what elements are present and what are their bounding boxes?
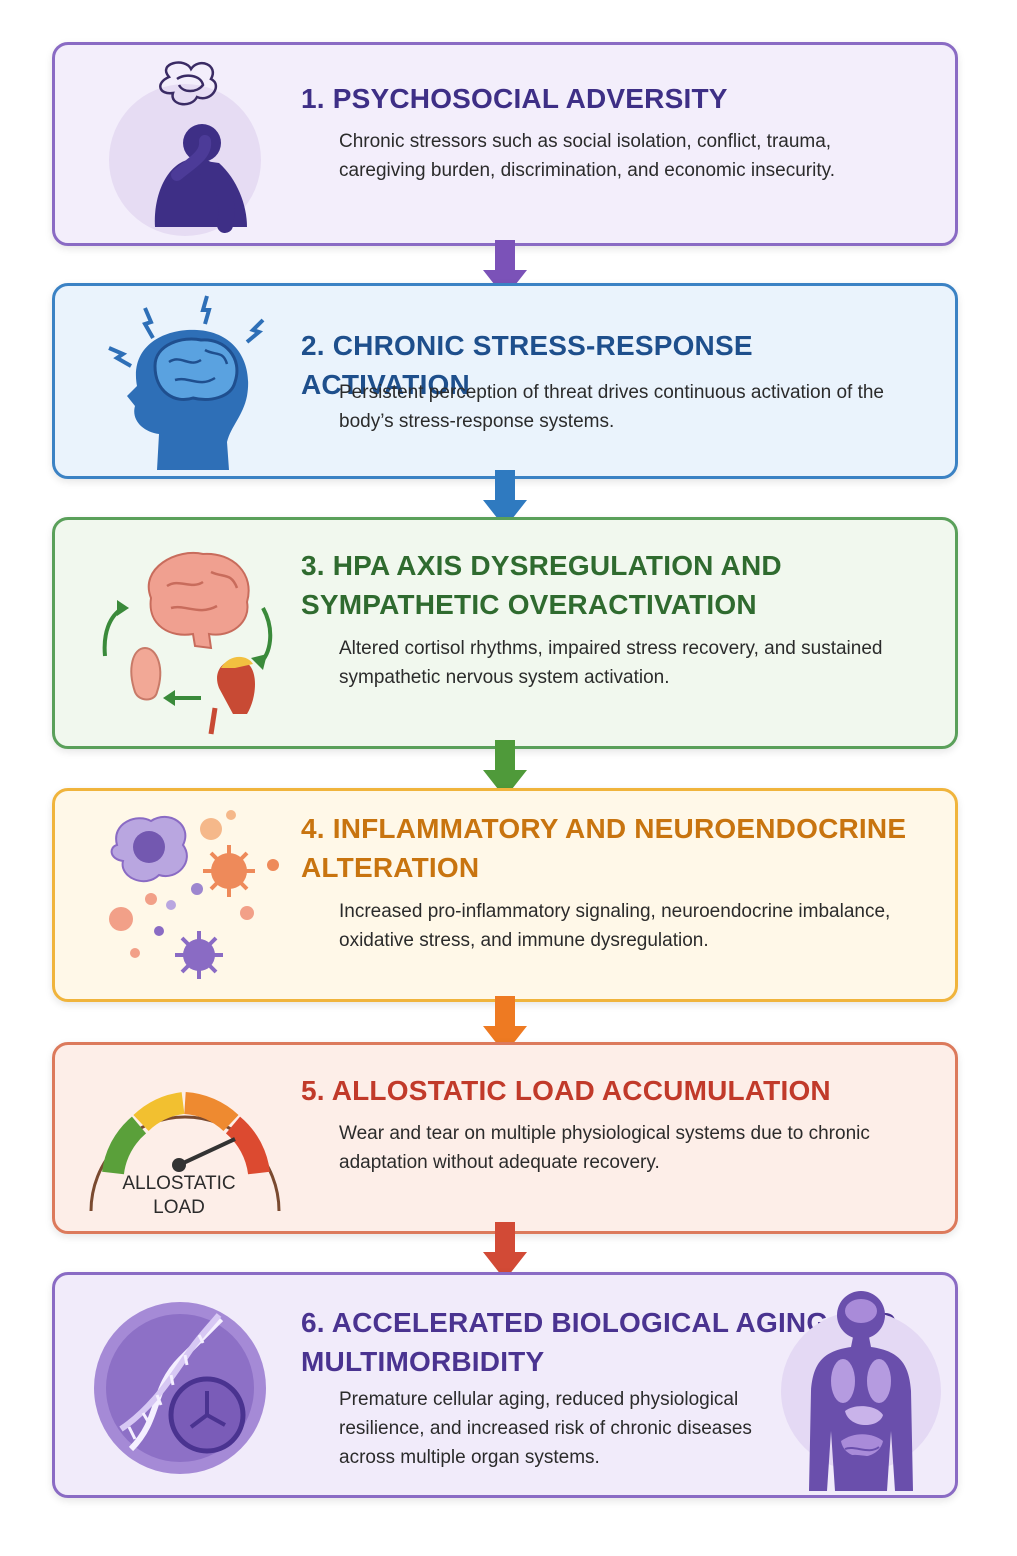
step-5-card: ALLOSTATIC LOAD 5. ALLOSTATIC LOAD ACCUM… — [52, 1042, 958, 1234]
human-body-organs-icon — [781, 1291, 941, 1491]
gauge-label-line1: ALLOSTATIC — [122, 1173, 235, 1194]
down-arrow-2 — [483, 470, 527, 528]
step-3-title: 3. HPA AXIS DYSREGULATION AND SYMPATHETI… — [301, 550, 782, 620]
step-1-description: Chronic stressors such as social isolati… — [339, 131, 836, 181]
distressed-person-icon — [109, 61, 261, 236]
step-6-title: 6. ACCELERATED BIOLOGICAL AGING AND MULT… — [301, 1307, 897, 1377]
step-2-title: 2. CHRONIC STRESS-RESPONSE ACTIVATION — [301, 330, 753, 400]
step-4-card: 4. INFLAMMATORY AND NEUROENDOCRINE ALTER… — [52, 788, 958, 1002]
gauge-label-line2: LOAD — [153, 1197, 205, 1218]
step-3-description: Altered cortisol rhythms, impaired stres… — [339, 638, 883, 688]
step-6-description: Premature cellular aging, reduced physio… — [339, 1389, 752, 1468]
step-2-card: 2. CHRONIC STRESS-RESPONSE ACTIVATION Pe… — [52, 283, 958, 479]
step-5-title: 5. ALLOSTATIC LOAD ACCUMULATION — [301, 1075, 831, 1106]
down-arrow-4 — [483, 996, 527, 1054]
step-1-title: 1. PSYCHOSOCIAL ADVERSITY — [301, 83, 728, 114]
step-3-card: 3. HPA AXIS DYSREGULATION AND SYMPATHETI… — [52, 517, 958, 749]
step-4-description: Increased pro-inflammatory signaling, ne… — [339, 901, 891, 951]
down-arrow-5 — [483, 1222, 527, 1280]
step-6-card: 6. ACCELERATED BIOLOGICAL AGING AND MULT… — [52, 1272, 958, 1498]
step-4-title: 4. INFLAMMATORY AND NEUROENDOCRINE ALTER… — [301, 813, 907, 883]
stressed-brain-head-icon — [108, 295, 265, 470]
hpa-axis-cycle-icon — [102, 551, 273, 735]
step-2-description: Persistent perception of threat drives c… — [339, 382, 884, 432]
inflammatory-cells-icon — [109, 810, 279, 979]
allostatic-load-gauge-icon: ALLOSTATIC LOAD — [89, 1092, 281, 1218]
down-arrow-3 — [483, 740, 527, 798]
step-1-card: 1. PSYCHOSOCIAL ADVERSITY Chronic stress… — [52, 42, 958, 246]
step-5-description: Wear and tear on multiple physiological … — [339, 1123, 870, 1173]
dna-clock-icon — [94, 1302, 266, 1474]
